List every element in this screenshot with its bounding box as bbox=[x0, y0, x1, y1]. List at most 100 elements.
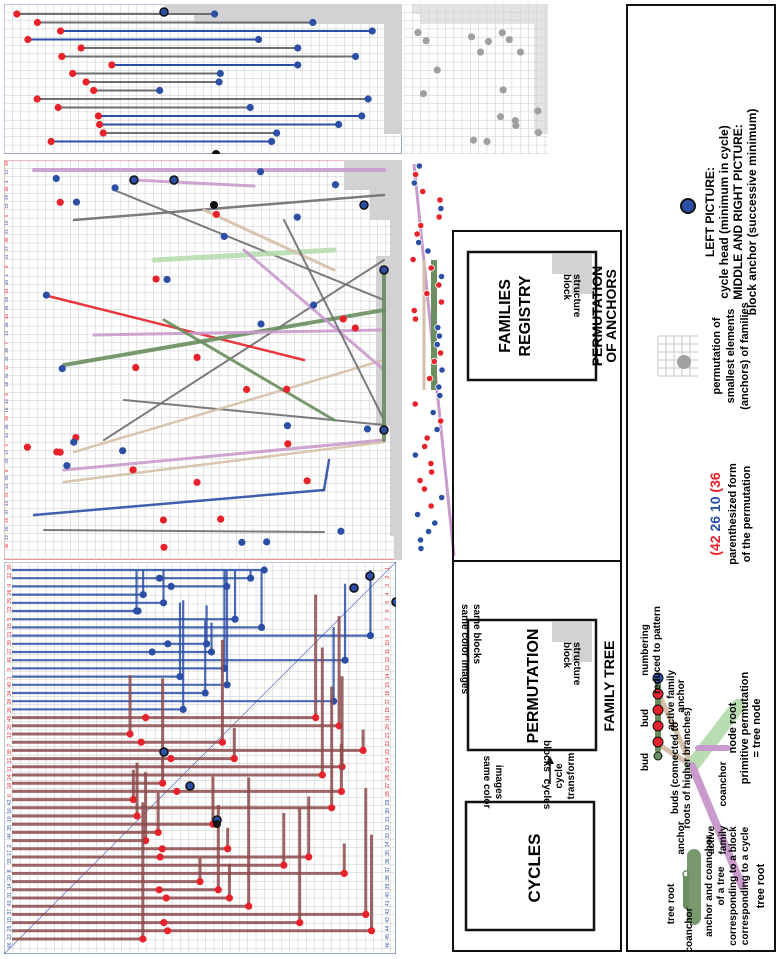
family-label: family bbox=[718, 825, 729, 854]
block-node bbox=[47, 137, 55, 146]
cycle-top-label: 26 bbox=[7, 707, 13, 713]
cycle-node bbox=[158, 845, 166, 853]
cycle-node bbox=[280, 861, 288, 869]
cycle-top-label: 37 bbox=[7, 909, 13, 915]
registry-node bbox=[414, 510, 422, 519]
tree-left-label: 10 bbox=[4, 415, 9, 421]
cycle-bottom-label: 35 bbox=[385, 850, 391, 856]
cycle-node bbox=[173, 787, 181, 795]
tree-root-label: tree root bbox=[666, 883, 677, 924]
cycle-top-label: 11 bbox=[7, 766, 13, 771]
tree-black-node bbox=[210, 201, 218, 209]
cycle-bottom-label: 38 bbox=[385, 875, 391, 881]
cycle-node bbox=[257, 623, 266, 631]
tree-node bbox=[257, 320, 265, 328]
tree-edge bbox=[322, 458, 331, 492]
cycle-bottom-label: 29 bbox=[385, 799, 391, 805]
tree-left-label: 13 bbox=[4, 330, 9, 336]
tree-root-label-2: tree root bbox=[755, 863, 767, 908]
registry-node bbox=[426, 374, 434, 383]
anchor-dot bbox=[467, 33, 476, 41]
cycle-bottom-label: 24 bbox=[385, 757, 391, 763]
cycle-node bbox=[223, 681, 231, 689]
cycle-top-label: 6 bbox=[7, 794, 13, 797]
block-node bbox=[273, 129, 281, 137]
block-node bbox=[215, 78, 223, 86]
anchors-perm-2: smallest elements bbox=[725, 309, 737, 404]
block-structure-label-2: structure bbox=[571, 642, 582, 686]
cycle-bottom-label: 5 bbox=[385, 601, 391, 604]
registry-node bbox=[421, 442, 429, 451]
cycle-bottom-label: 34 bbox=[385, 841, 391, 847]
cycle-node bbox=[196, 878, 204, 886]
anchors-shade bbox=[412, 4, 548, 14]
primitive-2: = tree node bbox=[751, 699, 763, 758]
cycle-bottom-label: 14 bbox=[385, 673, 391, 679]
block-node bbox=[56, 27, 65, 35]
arrow-head-icon bbox=[546, 756, 554, 764]
cycle-node bbox=[126, 730, 134, 738]
block-node bbox=[95, 120, 104, 129]
cycle-node bbox=[129, 796, 137, 804]
cycle-bottom-label: 37 bbox=[385, 867, 391, 873]
tree-left-label: 40 bbox=[4, 279, 9, 285]
cycle-top-label: 24 bbox=[7, 774, 13, 780]
cycle-bottom-label: 42 bbox=[385, 909, 391, 915]
cycle-top-label: 30 bbox=[7, 564, 13, 570]
same-color-1: same color bbox=[481, 756, 492, 809]
tree-node bbox=[163, 275, 171, 284]
registry-node bbox=[437, 298, 446, 306]
same-color-2: images bbox=[493, 765, 504, 800]
paren-10: 10 bbox=[707, 496, 723, 512]
tree-left-label: 22 bbox=[4, 534, 9, 540]
block-node bbox=[33, 18, 42, 27]
cycle-bottom-label: 19 bbox=[385, 715, 391, 721]
anchor-node bbox=[159, 7, 169, 17]
registry-node bbox=[429, 408, 437, 417]
tree-node bbox=[152, 275, 160, 283]
tree-node bbox=[220, 232, 228, 241]
cycle-head-node bbox=[185, 781, 195, 791]
tree-left-label: 28 bbox=[4, 296, 9, 302]
cycle-node bbox=[176, 673, 184, 681]
registry-node bbox=[434, 323, 442, 332]
cycle-top-label: 10 bbox=[7, 816, 13, 822]
cycle-black-node bbox=[213, 820, 221, 828]
tree-left-label: 35 bbox=[4, 424, 9, 430]
registry-node bbox=[416, 476, 424, 485]
tree-left-label: 1 bbox=[4, 274, 9, 277]
cycle-node bbox=[246, 574, 255, 582]
active-family-label: active family bbox=[666, 670, 677, 730]
block-node bbox=[254, 35, 263, 44]
legend-flow: CYCLES PERMUTATION block structure FAMIL… bbox=[459, 604, 617, 932]
active-label: active bbox=[706, 825, 717, 854]
cycle-head-label: cycle head (minimum in cycle) bbox=[717, 125, 731, 298]
block-shade bbox=[552, 254, 592, 274]
anchor-dot bbox=[511, 116, 519, 125]
cycle-top-label: 31 bbox=[7, 892, 13, 898]
cycle-bottom-label: 25 bbox=[385, 766, 391, 772]
tree-left-label: 31 bbox=[4, 492, 9, 498]
registry-node bbox=[436, 391, 444, 400]
cycle-bottom-label: 3 bbox=[385, 584, 391, 587]
tree-left-label: 19 bbox=[4, 517, 9, 523]
block-node bbox=[309, 18, 317, 27]
cycle-top-label: 33 bbox=[7, 858, 13, 864]
tree-left-label: 5 bbox=[4, 214, 9, 217]
anchor-dot-icon bbox=[677, 355, 691, 369]
tree-node bbox=[193, 478, 201, 486]
block-node bbox=[54, 103, 62, 112]
block-node bbox=[156, 86, 164, 95]
block-node bbox=[77, 44, 85, 52]
block-shade bbox=[390, 426, 402, 536]
anchors-bg bbox=[404, 4, 548, 154]
tree-left-label: 45 bbox=[4, 313, 9, 319]
block-structure-label-1: block bbox=[561, 642, 572, 669]
anchor-dot bbox=[419, 90, 428, 98]
cycle-node bbox=[318, 771, 326, 779]
cycle-top-label: 13 bbox=[7, 732, 13, 738]
cycle-node bbox=[139, 591, 147, 599]
cycle-node bbox=[155, 886, 163, 894]
numbering-2: reduced to pattern bbox=[652, 606, 663, 694]
cycle-top-label: 17 bbox=[7, 850, 13, 856]
